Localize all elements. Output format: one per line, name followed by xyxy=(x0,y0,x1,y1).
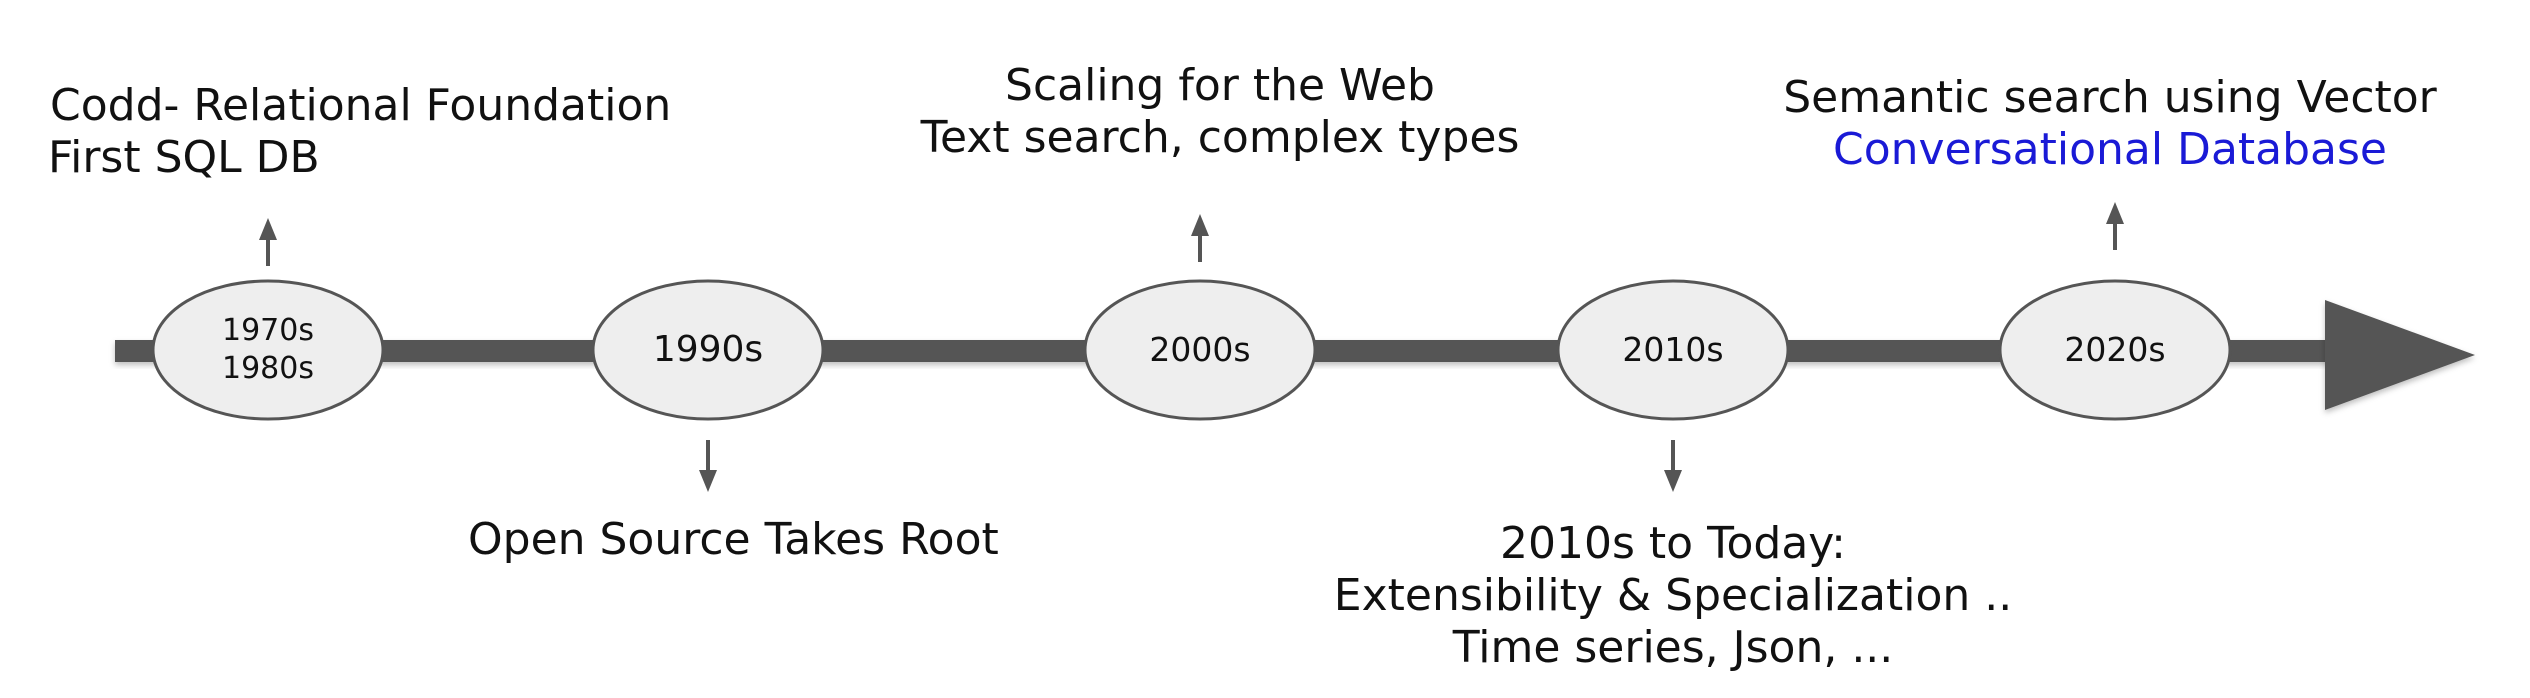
era-1970s-description: Codd- Relational Foundation First SQL DB xyxy=(48,80,671,184)
era-1970s-line-2: First SQL DB xyxy=(48,132,320,183)
node-2000s-line-1: 2000s xyxy=(1149,330,1251,369)
era-2020s-description: Semantic search using Vector Conversatio… xyxy=(1760,72,2460,176)
era-2020s-line-1: Semantic search using Vector xyxy=(1783,72,2437,123)
conversational-database-highlight: Conversational Database xyxy=(1832,124,2388,175)
era-2010s-line-1: 2010s to Today: xyxy=(1500,518,1846,569)
era-2010s-line-3: Time series, Json, ... xyxy=(1452,622,1894,673)
node-2000s-ellipse xyxy=(1083,279,1317,421)
node-1970s-line-2: 1980s xyxy=(222,351,314,386)
connector-arrow-1990s xyxy=(699,440,717,492)
era-1970s-line-1: Codd- Relational Foundation xyxy=(50,80,672,131)
era-2000s-description: Scaling for the Web Text search, complex… xyxy=(900,60,1540,164)
node-1990s-ellipse xyxy=(591,279,825,421)
node-2020s-label: 2020s xyxy=(2015,330,2215,370)
node-1990s-label: 1990s xyxy=(608,328,808,372)
era-1990s-description: Open Source Takes Root xyxy=(468,514,999,566)
era-2000s-line-1: Scaling for the Web xyxy=(1005,60,1435,111)
connector-arrow-2000s xyxy=(1191,214,1209,262)
era-2000s-line-2: Text search, complex types xyxy=(920,112,1520,163)
connector-arrow-1970s xyxy=(259,218,277,266)
connector-arrow-2020s xyxy=(2106,202,2124,250)
node-1970s-line-1: 1970s xyxy=(222,313,314,348)
node-1970s-ellipse xyxy=(151,279,385,421)
timeline-arrowhead xyxy=(2325,300,2475,410)
era-2010s-line-2: Extensibility & Specialization .. xyxy=(1333,570,2013,621)
connector-arrow-2010s xyxy=(1664,440,1682,492)
era-1990s-line-1: Open Source Takes Root xyxy=(468,514,999,565)
node-2010s-ellipse xyxy=(1556,279,1790,421)
node-2010s-label: 2010s xyxy=(1573,330,1773,370)
node-1990s-line-1: 1990s xyxy=(652,329,764,370)
node-2010s-line-1: 2010s xyxy=(1622,330,1724,369)
era-2010s-description: 2010s to Today: Extensibility & Speciali… xyxy=(1323,518,2023,674)
node-1970s-label: 1970s 1980s xyxy=(168,312,368,388)
node-2020s-ellipse xyxy=(1998,279,2232,421)
node-2020s-line-1: 2020s xyxy=(2064,330,2166,369)
node-2000s-label: 2000s xyxy=(1100,330,1300,370)
